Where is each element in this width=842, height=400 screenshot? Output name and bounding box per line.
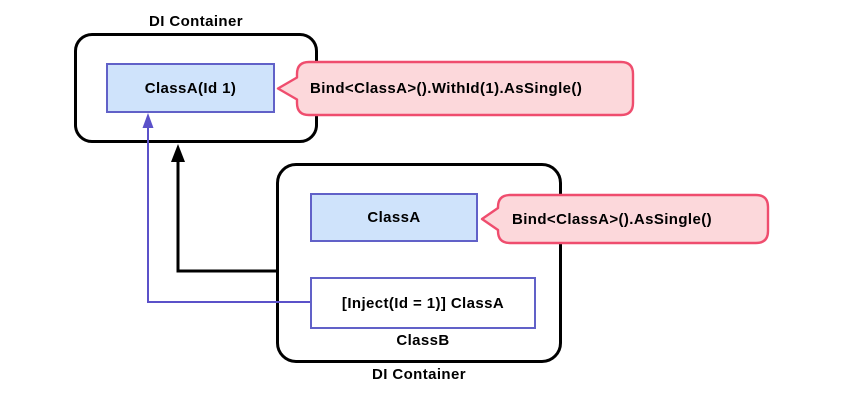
node-inject-classa-label: [Inject(Id = 1)] ClassA (341, 294, 505, 312)
node-classa-id1: ClassA(Id 1) (106, 63, 275, 113)
node-classa-id1-label: ClassA(Id 1) (144, 79, 237, 97)
node-classa: ClassA (310, 193, 478, 242)
top-container-label: DI Container (149, 12, 243, 30)
container-dependency-arrowhead-icon (171, 144, 185, 162)
bottom-container-label: DI Container (372, 365, 466, 383)
classb-label: ClassB (396, 331, 450, 349)
node-classa-label: ClassA (367, 209, 421, 226)
container-dependency-arrow-line (176, 160, 276, 273)
callout-withid-text: Bind<ClassA>().WithId(1).AsSingle() (310, 80, 583, 97)
callout-assingle-text: Bind<ClassA>().AsSingle() (512, 210, 713, 228)
node-inject-classa: [Inject(Id = 1)] ClassA (310, 277, 536, 329)
